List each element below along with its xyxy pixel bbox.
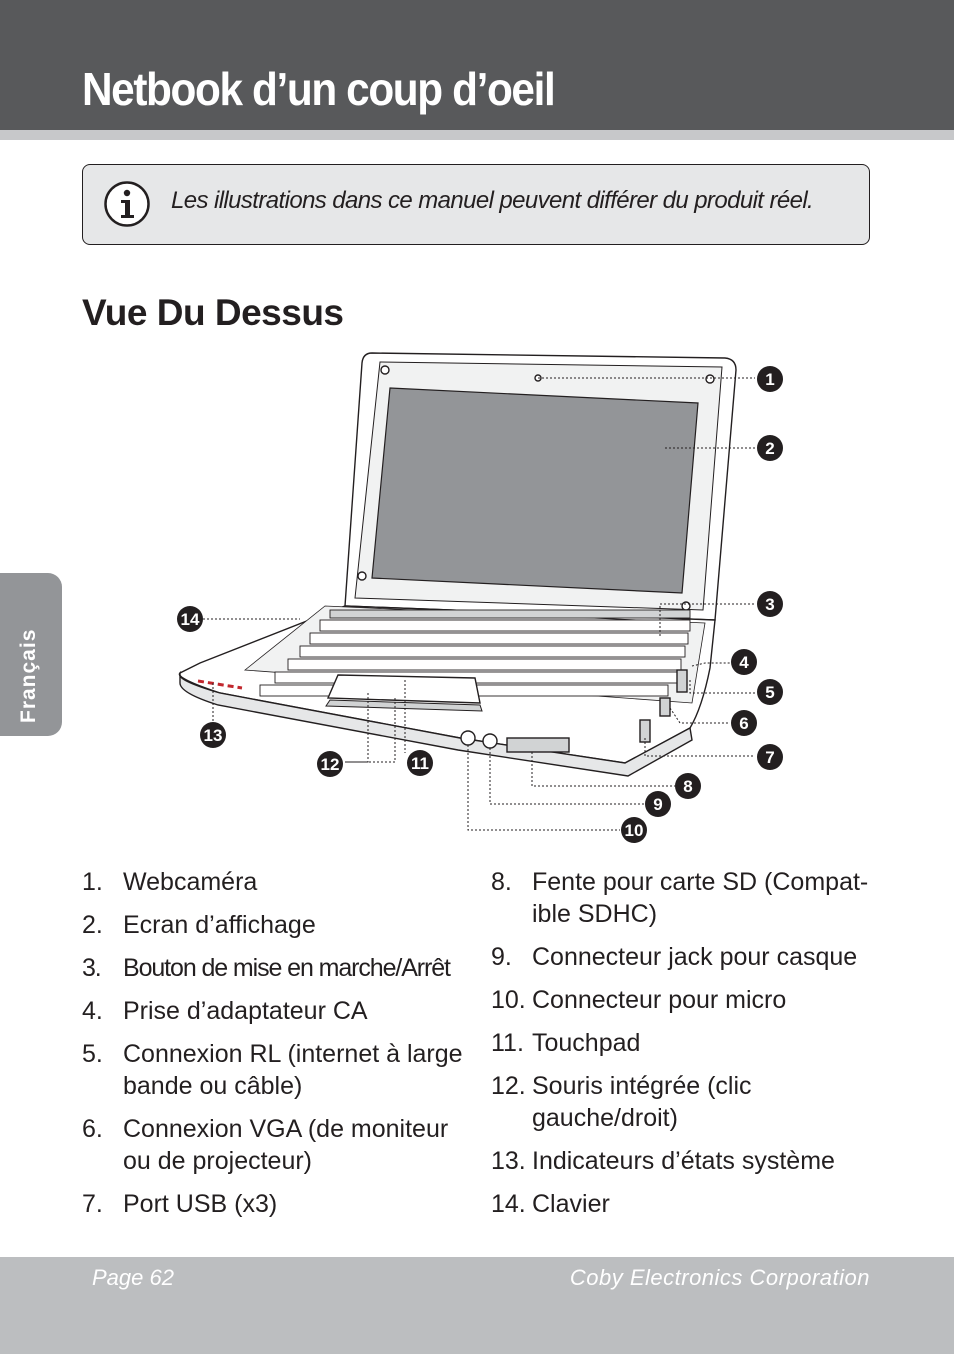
note-text: Les illustrations dans ce manuel peuvent… — [171, 187, 814, 214]
list-item: 12.Souris intégrée (clic gauche/droit) — [491, 1070, 871, 1134]
list-item: 7. Port USB (x3) — [82, 1188, 472, 1220]
list-item-text: Connexion VGA (de moniteur ou de project… — [123, 1115, 449, 1175]
list-item: 14.Clavier — [491, 1188, 871, 1220]
page-number: Page 62 — [92, 1265, 174, 1290]
list-item: 6. Connexion VGA (de moniteur ou de proje… — [82, 1113, 472, 1177]
list-item-number: 14. — [491, 1190, 526, 1218]
callout-3: 3 — [757, 591, 783, 617]
svg-text:14: 14 — [181, 610, 200, 629]
language-tab: Français — [0, 573, 62, 736]
list-item: 9. Connecteur jack pour casque — [491, 941, 871, 973]
list-item-text: Port USB (x3) — [123, 1190, 278, 1218]
callout-10: 10 — [621, 817, 647, 843]
list-item-text: Touchpad — [532, 1029, 641, 1057]
company-name: Coby Electronics Corporation — [569, 1265, 870, 1290]
list-item-text: Fente pour carte SD (Compat-ible SDHC) — [532, 868, 869, 928]
callout-1: 1 — [757, 366, 783, 392]
list-item: 8. Fente pour carte SD (Compat-ible SDHC) — [491, 866, 871, 930]
list-item-number: 13. — [491, 1147, 526, 1175]
list-item-text: Connecteur pour micro — [532, 986, 787, 1014]
svg-text:8: 8 — [683, 777, 692, 796]
svg-text:3: 3 — [765, 595, 774, 614]
list-item-number: 4. — [82, 997, 103, 1025]
list-item-number: 7. — [82, 1190, 103, 1218]
callout-4: 4 — [731, 649, 757, 675]
list-item-text: Bouton de mise en marche/Arrêt — [123, 954, 451, 982]
callout-13: 13 — [200, 722, 226, 748]
svg-text:2: 2 — [765, 439, 774, 458]
language-tab-label: Français — [17, 628, 40, 723]
svg-text:11: 11 — [411, 754, 429, 773]
list-item-text: Connexion RL (internet à large bande ou … — [123, 1040, 463, 1100]
component-list-right: 8. Fente pour carte SD (Compat-ible SDHC)… — [491, 866, 871, 1231]
list-item: 11. Touchpad — [491, 1027, 871, 1059]
list-item-text: Ecran d’affichage — [123, 911, 316, 939]
list-item-number: 2. — [82, 911, 103, 939]
header-rule — [0, 130, 954, 140]
list-item: 13.Indicateurs d’états système — [491, 1145, 871, 1177]
callout-14: 14 — [177, 606, 203, 632]
callout-9: 9 — [645, 791, 671, 817]
page-header: Netbook d’un coup d’oeil — [0, 0, 954, 130]
callout-12: 12 — [317, 751, 343, 777]
svg-text:1: 1 — [765, 370, 774, 389]
callout-6: 6 — [731, 710, 757, 736]
svg-text:4: 4 — [739, 653, 749, 672]
svg-text:9: 9 — [653, 795, 662, 814]
svg-text:12: 12 — [321, 755, 340, 774]
netbook-drawing — [178, 352, 737, 777]
component-list-left: 1. Webcaméra 2. Ecran d’affichage 3. Bouton… — [82, 866, 472, 1231]
netbook-illustration: 1 2 3 4 5 6 7 8 9 10 11 12 13 14 — [177, 352, 783, 843]
list-item-number: 11. — [491, 1029, 524, 1057]
list-item: 10.Connecteur pour micro — [491, 984, 871, 1016]
callout-11: 11 — [407, 750, 433, 776]
info-icon — [104, 181, 150, 227]
list-item-number: 12. — [491, 1072, 526, 1100]
callout-2: 2 — [757, 435, 783, 461]
list-item-number: 5. — [82, 1040, 103, 1068]
svg-text:7: 7 — [765, 748, 774, 767]
list-item-number: 10. — [491, 986, 526, 1014]
list-item-text: Webcaméra — [123, 868, 258, 896]
list-item-text: Indicateurs d’états système — [532, 1147, 835, 1175]
leader-lines — [203, 377, 755, 831]
list-item-number: 1. — [82, 868, 103, 896]
list-item-text: Prise d’adaptateur CA — [123, 997, 368, 1025]
section-title: Vue Du Dessus — [82, 292, 344, 333]
svg-text:5: 5 — [765, 683, 774, 702]
list-item-text: Connecteur jack pour casque — [532, 943, 858, 971]
list-item-text: Clavier — [532, 1190, 610, 1218]
callout-5: 5 — [757, 679, 783, 705]
list-item-number: 3. — [82, 954, 102, 982]
page-footer: Page 62 Coby Electronics Corporation — [0, 1257, 954, 1354]
list-item-number: 9. — [491, 943, 512, 971]
svg-text:6: 6 — [739, 714, 748, 733]
list-item-text: Souris intégrée (clic gauche/droit) — [532, 1072, 752, 1132]
svg-text:10: 10 — [625, 821, 644, 840]
svg-text:13: 13 — [204, 726, 223, 745]
callout-8: 8 — [675, 773, 701, 799]
list-item: 5. Connexion RL (internet à large bande o… — [82, 1038, 472, 1102]
list-item: 2. Ecran d’affichage — [82, 909, 472, 941]
note-box: Les illustrations dans ce manuel peuvent… — [82, 164, 870, 245]
page-title: Netbook d’un coup d’oeil — [82, 63, 556, 115]
list-item: 3. Bouton de mise en marche/Arrêt — [82, 952, 472, 984]
list-item-number: 8. — [491, 868, 512, 896]
list-item-number: 6. — [82, 1115, 103, 1143]
list-item: 1. Webcaméra — [82, 866, 472, 898]
callouts: 1 2 3 4 5 6 7 8 9 10 11 12 13 14 — [177, 366, 783, 843]
callout-7: 7 — [757, 744, 783, 770]
list-item: 4. Prise d’adaptateur CA — [82, 995, 472, 1027]
